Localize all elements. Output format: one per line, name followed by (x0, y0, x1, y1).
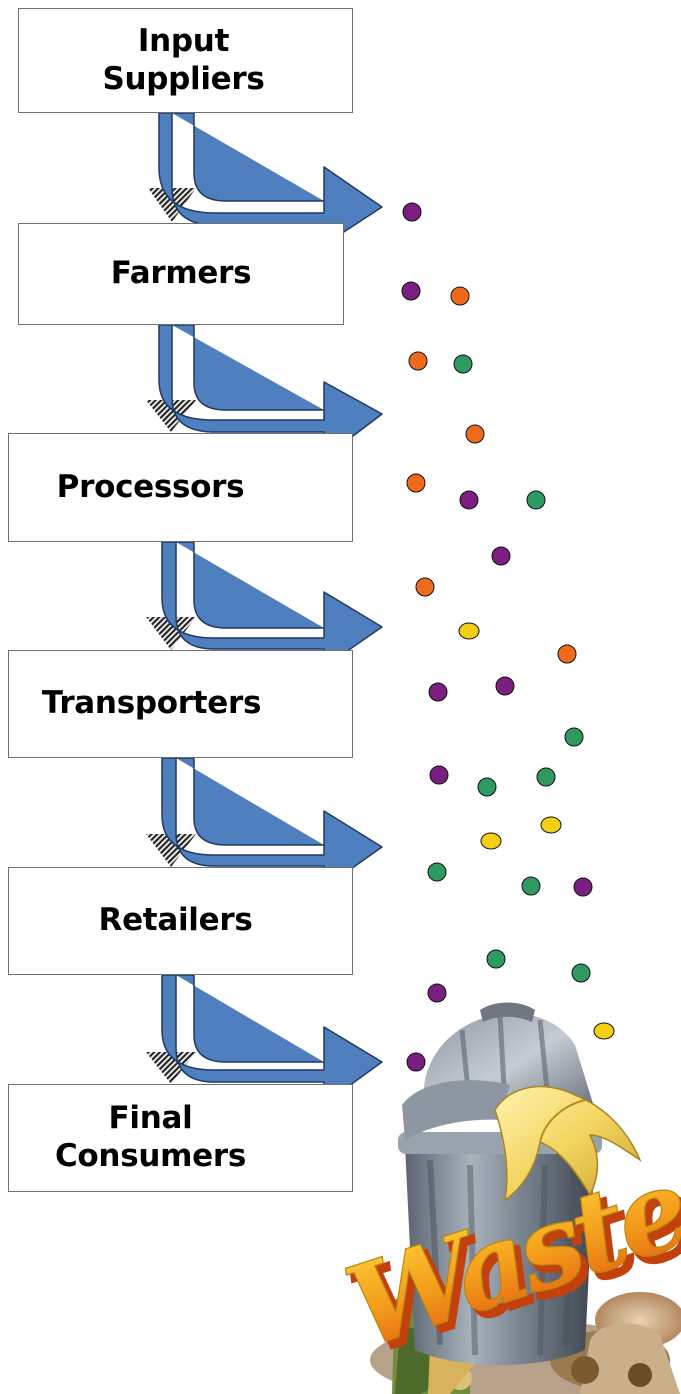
trash-can-illustration (370, 1002, 681, 1394)
waste-particle-orange (465, 424, 485, 444)
waste-particle-purple (495, 676, 515, 696)
stage-label: Retailers (98, 902, 253, 939)
waste-particle-purple (401, 281, 421, 301)
stage-label: Processors (56, 468, 245, 505)
stage-processors: Processors (8, 433, 353, 542)
waste-particle-orange (408, 351, 428, 371)
shadow-arrows (146, 188, 196, 1084)
waste-particle-green (477, 777, 497, 797)
waste-particle-purple (402, 202, 422, 222)
waste-particles (401, 202, 615, 1072)
waste-particle-purple (427, 983, 447, 1003)
waste-particle-yellow (593, 1022, 615, 1040)
waste-particle-green (536, 767, 556, 787)
waste-particle-orange (450, 286, 470, 306)
stage-input-suppliers: Input Suppliers (18, 8, 353, 113)
stage-farmers: Farmers (18, 223, 344, 325)
waste-particle-purple (428, 682, 448, 702)
stage-final-consumers: Final Consumers (8, 1084, 353, 1192)
waste-particle-green (564, 727, 584, 747)
waste-particle-green (571, 963, 591, 983)
waste-particle-purple (573, 877, 593, 897)
waste-particle-green (526, 490, 546, 510)
waste-particle-green (521, 876, 541, 896)
stage-label: Input Suppliers (102, 22, 265, 97)
waste-particle-yellow (540, 816, 562, 834)
waste-particle-purple (406, 1052, 426, 1072)
stage-transporters: Transporters (8, 650, 353, 758)
stage-retailers: Retailers (8, 867, 353, 975)
waste-particle-green (427, 862, 447, 882)
waste-particle-green (453, 354, 473, 374)
waste-particle-purple (459, 490, 479, 510)
stage-label: Final Consumers (54, 1100, 246, 1174)
waste-particle-orange (415, 577, 435, 597)
waste-particle-orange (406, 473, 426, 493)
stage-label: Transporters (41, 685, 262, 722)
waste-particle-green (486, 949, 506, 969)
waste-particle-purple (491, 546, 511, 566)
waste-particle-purple (429, 765, 449, 785)
waste-particle-yellow (458, 622, 480, 640)
flow-arrows (158, 112, 383, 1105)
waste-particle-yellow (480, 832, 502, 850)
stage-label: Farmers (110, 255, 252, 292)
waste-particle-orange (557, 644, 577, 664)
